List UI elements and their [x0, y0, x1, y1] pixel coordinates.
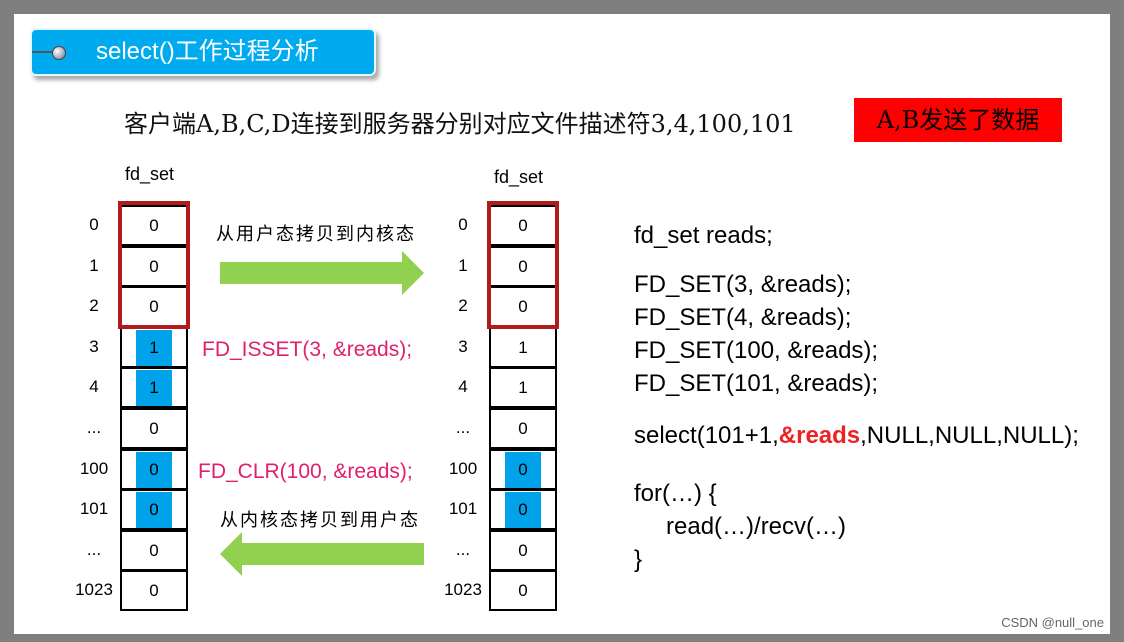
- fd-bit-cell: 0: [489, 449, 557, 490]
- title-connector-line: [32, 51, 52, 53]
- subtitle: 客户端A,B,C,D连接到服务器分别对应文件描述符3,4,100,101: [124, 110, 796, 138]
- fd-clr-command: FD_CLR(100, &reads);: [198, 460, 413, 483]
- data-sent-badge: A,B发送了数据: [854, 98, 1062, 142]
- fd-index-label: 3: [89, 337, 99, 356]
- fd-bit-highlight: 1: [136, 329, 172, 366]
- fd-bit-highlight: 0: [505, 451, 541, 488]
- fd-bit-value: 0: [518, 418, 528, 438]
- code-for-loop: for(…) {: [634, 480, 717, 507]
- fd-index-label: 3: [458, 337, 468, 356]
- fd-index-label: 101: [448, 499, 478, 518]
- fd-bit-cell: 0: [489, 530, 557, 571]
- fd-bit-cell: 0: [489, 570, 557, 611]
- fd-index-label: 1023: [75, 580, 113, 599]
- fd-bit-value: 0: [518, 499, 528, 519]
- slide-title: select()工作过程分析: [96, 38, 319, 65]
- left-std-fd-box: [118, 201, 190, 329]
- slide: select()工作过程分析 客户端A,B,C,D连接到服务器分别对应文件描述符…: [14, 14, 1110, 634]
- right-table-title: fd_set: [494, 167, 544, 187]
- code-read-recv: read(…)/recv(…): [666, 513, 847, 540]
- fd-bit-value: 0: [149, 459, 159, 479]
- fd-bit-cell: 1: [120, 327, 188, 368]
- fd-bit-value: 0: [149, 499, 159, 519]
- fd-bit-highlight: 0: [505, 491, 541, 528]
- fd-bit-cell: 1: [489, 367, 557, 408]
- to-user-label: 从内核态拷贝到用户态: [220, 510, 420, 531]
- fd-bit-value: 0: [149, 256, 159, 276]
- code-select-call: select(101+1,&reads,NULL,NULL,NULL);: [634, 422, 1079, 450]
- right-std-fd-box: [487, 201, 559, 329]
- fd-index-label: ...: [455, 418, 471, 437]
- fd-bit-highlight: 1: [136, 369, 172, 406]
- fd-index-label: 100: [448, 459, 478, 478]
- fd-index-label: 0: [458, 215, 468, 234]
- fd-bit-value: 0: [518, 215, 528, 235]
- select-reads-arg: &reads: [778, 422, 861, 449]
- fd-index-label: 1: [89, 256, 99, 275]
- fd-bit-value: 0: [149, 580, 159, 600]
- fd-bit-value: 0: [518, 580, 528, 600]
- fd-bit-value: 0: [518, 256, 528, 276]
- fd-bit-cell: 1: [120, 367, 188, 408]
- fd-bit-cell: 0: [120, 489, 188, 530]
- select-pre: select(101+1,: [634, 422, 779, 449]
- fd-bit-value: 1: [518, 337, 528, 357]
- fd-bit-value: 1: [149, 337, 159, 357]
- code-fd-set-4: FD_SET(4, &reads);: [634, 304, 852, 331]
- left-arrow-icon: [220, 532, 424, 576]
- code-fd-set-100: FD_SET(100, &reads);: [634, 337, 879, 364]
- fd-index-label: 1023: [444, 580, 482, 599]
- fd-bit-value: 1: [518, 377, 528, 397]
- title-badge: select()工作过程分析: [30, 28, 376, 76]
- fd-index-label: 2: [89, 296, 99, 315]
- right-arrow-icon: [220, 251, 424, 295]
- fd-bit-value: 0: [518, 540, 528, 560]
- code-close-brace: }: [634, 546, 643, 573]
- fd-index-label: 100: [79, 459, 109, 478]
- fd-bit-cell: 0: [120, 530, 188, 571]
- left-table-title: fd_set: [125, 164, 175, 184]
- fd-bit-cell: 0: [489, 408, 557, 449]
- to-kernel-label: 从用户态拷贝到内核态: [216, 224, 416, 245]
- fd-bit-value: 0: [149, 296, 159, 316]
- code-fd-set-3: FD_SET(3, &reads);: [634, 271, 852, 298]
- fd-index-label: 2: [458, 296, 468, 315]
- fd-bit-highlight: 0: [136, 451, 172, 488]
- fd-index-label: 4: [458, 377, 468, 396]
- fd-bit-value: 0: [149, 540, 159, 560]
- fd-index-label: 1: [458, 256, 468, 275]
- code-fd-set-101: FD_SET(101, &reads);: [634, 370, 879, 397]
- watermark: CSDN @null_one: [1001, 615, 1104, 630]
- fd-bit-value: 0: [149, 418, 159, 438]
- bullet-icon: [52, 46, 66, 60]
- fd-index-label: ...: [86, 540, 102, 559]
- fd-bit-cell: 1: [489, 327, 557, 368]
- fd-bit-cell: 0: [120, 408, 188, 449]
- fd-index-label: ...: [455, 540, 471, 559]
- fd-bit-value: 1: [149, 377, 159, 397]
- fd-index-label: ...: [86, 418, 102, 437]
- fd-bit-value: 0: [518, 459, 528, 479]
- fd-bit-cell: 0: [120, 449, 188, 490]
- fd-isset-command: FD_ISSET(3, &reads);: [202, 338, 413, 361]
- fd-bit-cell: 0: [489, 489, 557, 530]
- fd-bit-value: 0: [518, 296, 528, 316]
- fd-index-label: 0: [89, 215, 99, 234]
- fd-index-label: 101: [79, 499, 109, 518]
- fd-bit-highlight: 0: [136, 491, 172, 528]
- fd-bit-value: 0: [149, 215, 159, 235]
- fd-bit-cell: 0: [120, 570, 188, 611]
- fd-index-label: 4: [89, 377, 99, 396]
- code-fd-set-decl: fd_set reads;: [634, 222, 773, 249]
- select-post: ,NULL,NULL,NULL);: [860, 422, 1079, 449]
